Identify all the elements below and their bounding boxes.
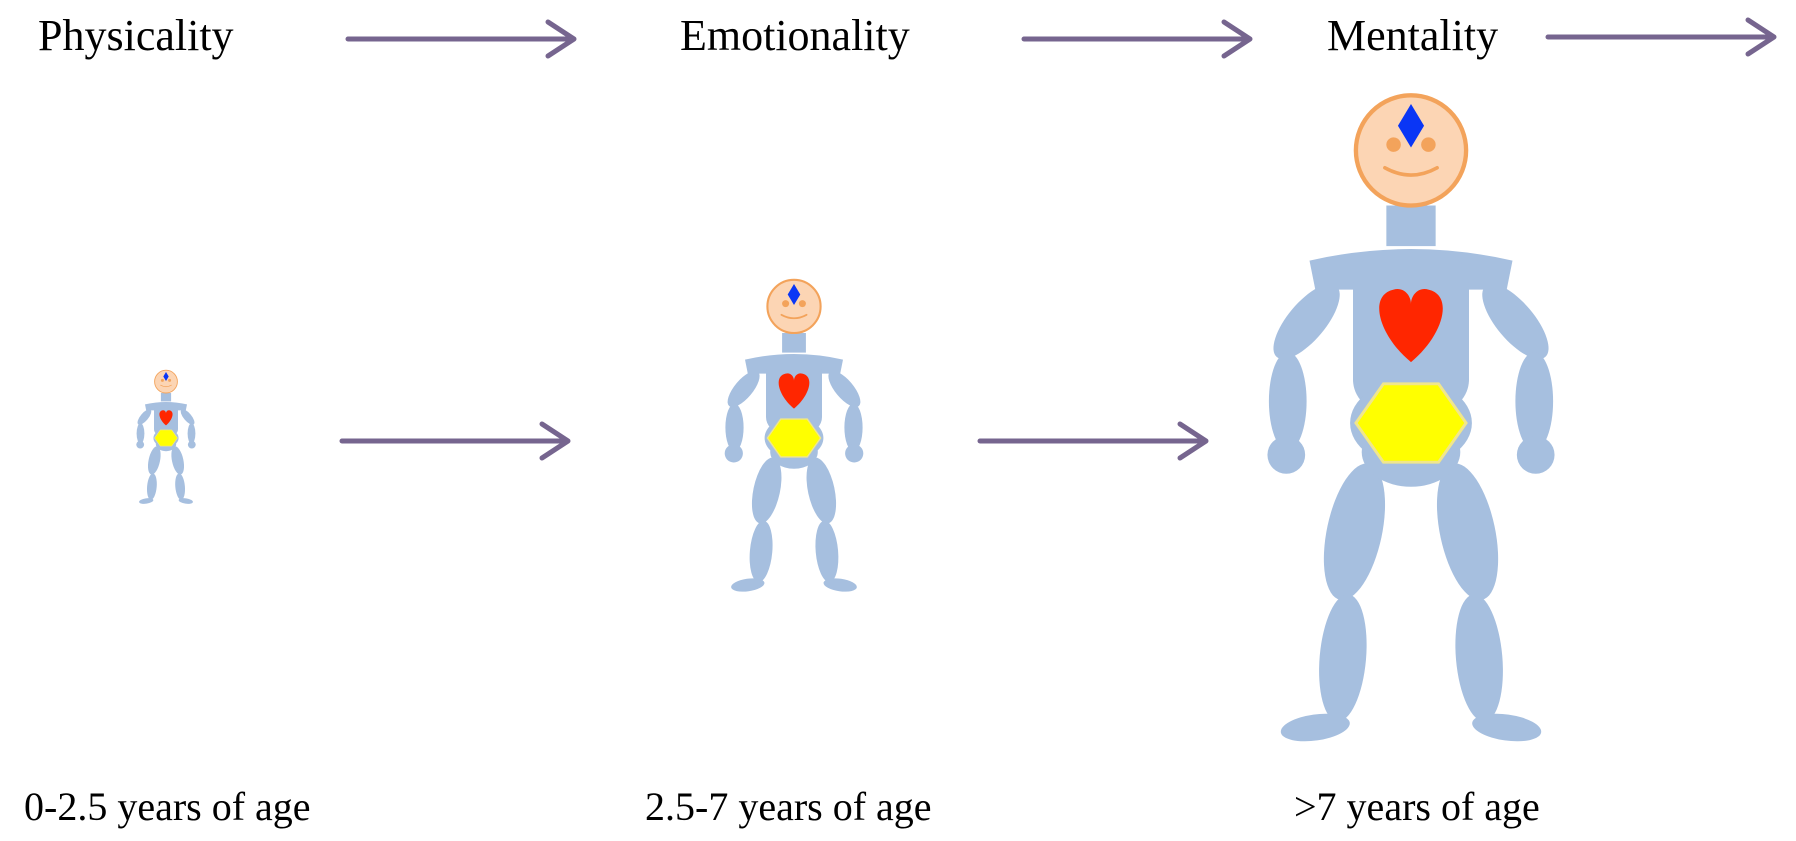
head [155, 370, 178, 393]
head [767, 280, 820, 333]
middle-arrow-2 [980, 424, 1206, 458]
head [1356, 95, 1466, 205]
age-label-emotionality: 2.5-7 years of age [645, 783, 932, 830]
middle-arrow-1 [342, 424, 568, 458]
age-label-mentality: >7 years of age [1294, 783, 1540, 830]
figure-mentality [1262, 95, 1559, 745]
figure-emotionality [722, 280, 866, 594]
figure-physicality [135, 370, 197, 504]
top-arrow-3 [1548, 20, 1774, 54]
top-arrow-1 [348, 22, 574, 56]
age-label-physicality: 0-2.5 years of age [24, 783, 311, 830]
top-arrow-2 [1024, 22, 1250, 56]
